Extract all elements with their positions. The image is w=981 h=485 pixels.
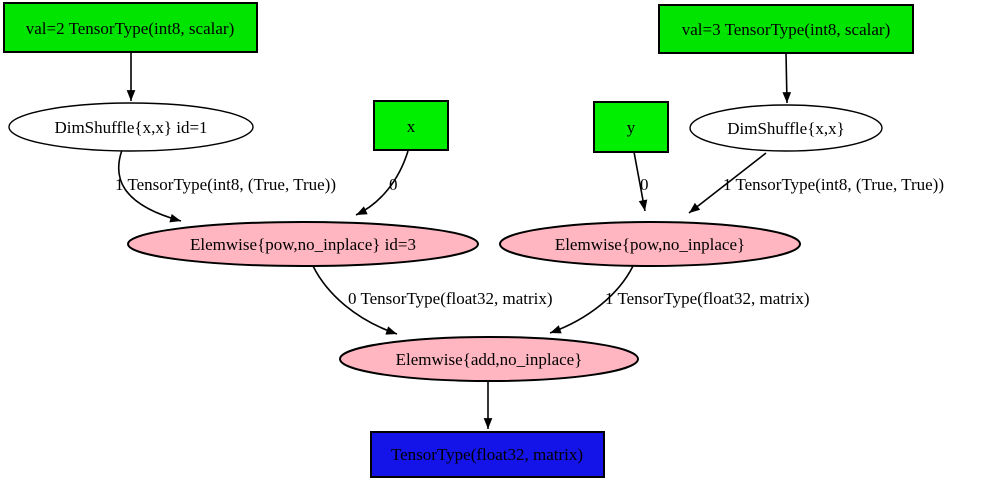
edge-y-to-pow2 — [633, 151, 648, 212]
node-dimshuffle2: DimShuffle{x,x} — [689, 104, 883, 152]
edge-label-x-pow1: 0 — [389, 175, 398, 194]
node-dimshuffle2-ellipse — [689, 104, 883, 152]
edge-pow1-to-add — [312, 265, 398, 335]
node-pow1-label: Elemwise{pow,no_inplace} id=3 — [190, 235, 416, 254]
node-y-box — [593, 101, 669, 153]
node-val3-label: val=3 TensorType(int8, scalar) — [682, 20, 890, 39]
node-val2-label: val=2 TensorType(int8, scalar) — [26, 19, 234, 38]
node-y: y — [593, 101, 669, 153]
edge-labels: 1 TensorType(int8, (True, True)) 0 0 1 T… — [115, 175, 944, 308]
node-dimshuffle1-label: DimShuffle{x,x} id=1 — [54, 118, 207, 137]
node-dimshuffle2-label: DimShuffle{x,x} — [727, 119, 845, 138]
edge-dimshuffle2-to-pow2 — [688, 152, 767, 214]
edge-label-pow1-add: 0 TensorType(float32, matrix) — [348, 289, 553, 308]
edge-label-dimshuffle1-pow1: 1 TensorType(int8, (True, True)) — [115, 175, 336, 194]
node-val2: val=2 TensorType(int8, scalar) — [3, 2, 258, 53]
edge-label-y-pow2: 0 — [640, 175, 649, 194]
node-add-label: Elemwise{add,no_inplace} — [396, 350, 583, 369]
node-val3: val=3 TensorType(int8, scalar) — [658, 4, 914, 54]
node-pow2-ellipse — [499, 221, 801, 267]
edge-label-pow2-add: 1 TensorType(float32, matrix) — [605, 289, 810, 308]
node-output-box — [370, 431, 605, 478]
node-pow1: Elemwise{pow,no_inplace} id=3 — [127, 221, 479, 267]
node-add-ellipse — [339, 336, 639, 382]
node-output: TensorType(float32, matrix) — [370, 431, 605, 478]
node-x-box — [373, 100, 449, 151]
node-x: x — [373, 100, 449, 151]
edges — [118, 52, 792, 429]
edge-val3-to-dimshuffle2 — [782, 52, 792, 104]
node-y-label: y — [627, 118, 636, 137]
edge-x-to-pow1 — [355, 150, 409, 216]
node-dimshuffle1-ellipse — [8, 102, 254, 152]
node-val3-box — [658, 4, 914, 54]
edge-pow2-to-add — [549, 265, 634, 334]
node-val2-box — [3, 2, 258, 53]
node-add: Elemwise{add,no_inplace} — [339, 336, 639, 382]
node-x-label: x — [407, 117, 416, 136]
node-output-label: TensorType(float32, matrix) — [391, 445, 583, 464]
edge-dimshuffle1-to-pow1 — [118, 149, 182, 223]
node-pow1-ellipse — [127, 221, 479, 267]
node-pow2-label: Elemwise{pow,no_inplace} — [555, 235, 745, 254]
node-pow2: Elemwise{pow,no_inplace} — [499, 221, 801, 267]
edge-label-dimshuffle2-pow2: 1 TensorType(int8, (True, True)) — [723, 175, 944, 194]
node-dimshuffle1: DimShuffle{x,x} id=1 — [8, 102, 254, 152]
